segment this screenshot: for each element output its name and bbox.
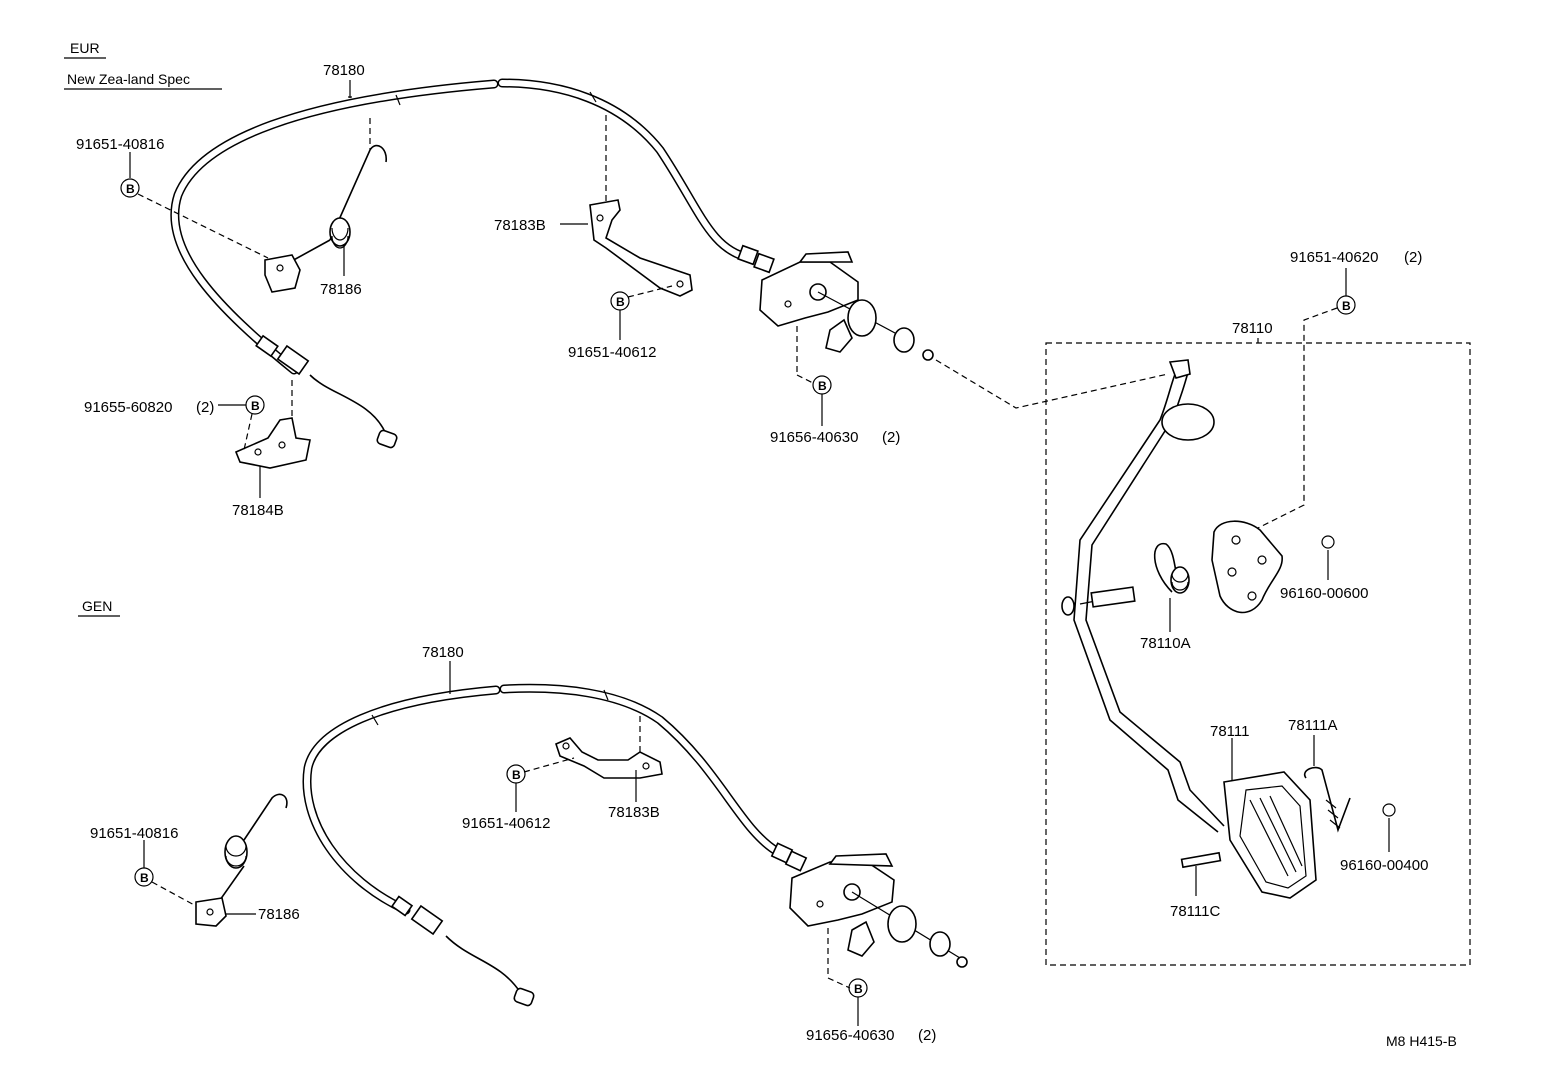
label-78111a: 78111A xyxy=(1288,717,1338,734)
svg-text:B: B xyxy=(854,982,863,996)
gen-throttle-bracket xyxy=(789,853,968,968)
label-gen-78183b: 78183B xyxy=(608,804,660,821)
svg-text:B: B xyxy=(140,871,149,885)
label-eur-78183b: 78183B xyxy=(494,217,546,234)
eur-bolt-91651-40612: B xyxy=(610,291,630,311)
label-eur-78180: 78180 xyxy=(323,62,365,79)
diagram-code: M8 H415-B xyxy=(1386,1033,1457,1049)
label-gen-78186: 78186 xyxy=(258,906,300,923)
eur-bolt-91651-40816: B xyxy=(120,178,140,198)
section-eur: EUR xyxy=(70,40,100,56)
clip-96160-00600 xyxy=(1321,535,1335,549)
section-gen: GEN xyxy=(82,598,112,614)
return-spring-78110a xyxy=(1153,543,1190,594)
label-gen-91651-40612: 91651-40612 xyxy=(462,815,550,832)
svg-text:B: B xyxy=(1342,299,1351,313)
label-eur-91656-40630: 91656-40630 xyxy=(770,429,858,446)
pin-78111c xyxy=(1180,851,1222,869)
pad-spring-78111a xyxy=(1303,766,1351,833)
eur-lever-78183b xyxy=(589,199,693,297)
label-eur-78186: 78186 xyxy=(320,281,362,298)
svg-text:B: B xyxy=(616,295,625,309)
section-nz-spec: New Zea-land Spec xyxy=(67,71,190,87)
svg-text:B: B xyxy=(512,768,521,782)
eur-spring-78186 xyxy=(264,144,387,293)
gen-spring-78186 xyxy=(195,793,288,927)
label-eur-78184b: 78184B xyxy=(232,502,284,519)
svg-text:B: B xyxy=(818,379,827,393)
label-gen-91651-40816: 91651-40816 xyxy=(90,825,178,842)
pedal-pad-78111 xyxy=(1223,771,1317,899)
label-eur-91655-60820-qty: (2) xyxy=(196,399,214,416)
clip-96160-00400 xyxy=(1382,803,1396,817)
accelerator-pedal-arm xyxy=(1061,359,1225,833)
eur-cable xyxy=(170,78,775,449)
svg-text:B: B xyxy=(126,182,135,196)
svg-text:B: B xyxy=(251,399,260,413)
label-gen-91656-40630-qty: (2) xyxy=(918,1027,936,1044)
label-91651-40620-qty: (2) xyxy=(1404,249,1422,266)
label-eur-91655-60820: 91655-60820 xyxy=(84,399,172,416)
eur-bolt-91655-60820: B xyxy=(245,395,265,415)
label-gen-78180: 78180 xyxy=(422,644,464,661)
pedal-bolt-91651-40620: B xyxy=(1336,295,1356,315)
eur-bolt-91656-40630: B xyxy=(812,375,832,395)
label-eur-91651-40612: 91651-40612 xyxy=(568,344,656,361)
label-gen-91656-40630: 91656-40630 xyxy=(806,1027,894,1044)
label-eur-91656-40630-qty: (2) xyxy=(882,429,900,446)
pedal-bracket-plate xyxy=(1211,520,1283,614)
label-96160-00400: 96160-00400 xyxy=(1340,857,1428,874)
gen-bolt-91651-40816: B xyxy=(134,867,154,887)
label-78111c: 78111C xyxy=(1170,903,1220,920)
label-eur-91651-40816: 91651-40816 xyxy=(76,136,164,153)
label-96160-00600: 96160-00600 xyxy=(1280,585,1368,602)
eur-bracket-78184b xyxy=(234,417,311,469)
label-78110: 78110 xyxy=(1232,320,1273,337)
label-78110a: 78110A xyxy=(1140,635,1191,652)
gen-cable xyxy=(302,683,808,1007)
gen-bolt-91656-40630: B xyxy=(848,978,868,998)
gen-bolt-91651-40612: B xyxy=(506,764,526,784)
label-78111: 78111 xyxy=(1210,723,1250,740)
eur-throttle-bracket xyxy=(759,251,934,361)
gen-lever-78183b xyxy=(555,737,663,779)
label-91651-40620: 91651-40620 xyxy=(1290,249,1378,266)
